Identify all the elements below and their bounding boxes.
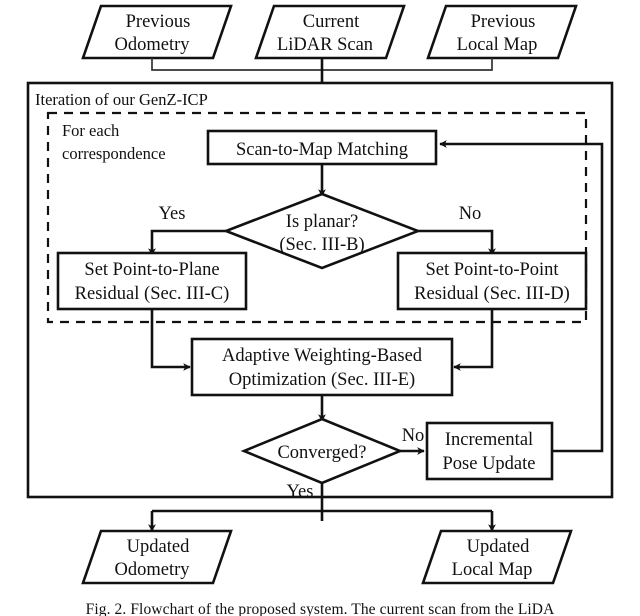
input-previous-local-map-line1: Previous	[471, 12, 536, 32]
output-updated-odometry-line2: Odometry	[114, 560, 190, 580]
input-current-lidar-scan-line1: Current	[303, 12, 360, 32]
node-adaptive-weighting-line1: Adaptive Weighting-Based	[222, 346, 423, 366]
node-adaptive-weighting-line2: Optimization (Sec. III-E)	[229, 370, 415, 390]
node-adaptive-weighting-optimization: Adaptive Weighting-Based Optimization (S…	[190, 337, 454, 397]
for-each-label-line1: For each	[62, 121, 120, 140]
output-updated-odometry: Updated Odometry	[81, 529, 233, 585]
node-is-planar-line2: (Sec. III-B)	[279, 235, 364, 255]
input-previous-odometry-line1: Previous	[126, 12, 191, 32]
output-updated-local-map-line1: Updated	[467, 537, 530, 557]
edge-point-to-optimization	[453, 309, 494, 371]
input-current-lidar-scan-line2: LiDAR Scan	[277, 35, 373, 55]
node-scan-to-map-matching: Scan-to-Map Matching	[206, 129, 438, 166]
node-incremental-pose-line1: Incremental	[445, 430, 533, 450]
node-set-point-to-point-line1: Set Point-to-Point	[425, 260, 559, 280]
for-each-correspondence-box	[46, 111, 588, 324]
node-incremental-pose-line2: Pose Update	[443, 454, 536, 474]
output-updated-odometry-line1: Updated	[127, 537, 190, 557]
output-updated-local-map: Updated Local Map	[421, 529, 573, 585]
edge-planar-no	[418, 229, 496, 256]
output-updated-local-map-line2: Local Map	[452, 560, 533, 580]
node-set-point-to-plane-residual: Set Point-to-Plane Residual (Sec. III-C)	[56, 251, 248, 311]
node-converged-label: Converged?	[277, 443, 366, 463]
node-set-point-to-plane-line1: Set Point-to-Plane	[84, 260, 219, 280]
iteration-container-label: Iteration of our GenZ-ICP	[35, 90, 208, 109]
edge-label-converged-yes: Yes	[287, 482, 314, 502]
node-set-point-to-point-line2: Residual (Sec. III-D)	[414, 284, 570, 304]
edge-label-converged-no: No	[402, 426, 425, 446]
node-is-planar-line1: Is planar?	[286, 212, 358, 232]
edge-planar-yes	[148, 229, 226, 256]
figure-caption: Fig. 2. Flowchart of the proposed system…	[85, 601, 555, 616]
input-previous-odometry-line2: Odometry	[114, 35, 190, 55]
edge-label-planar-yes: Yes	[159, 204, 186, 224]
node-set-point-to-plane-line2: Residual (Sec. III-C)	[75, 284, 230, 304]
node-scan-to-map-matching-label: Scan-to-Map Matching	[236, 140, 408, 160]
input-current-lidar-scan: Current LiDAR Scan	[254, 4, 406, 60]
for-each-label-line2: correspondence	[62, 144, 166, 163]
input-previous-odometry: Previous Odometry	[81, 4, 233, 60]
node-set-point-to-point-residual: Set Point-to-Point Residual (Sec. III-D)	[396, 251, 588, 311]
edge-label-planar-no: No	[459, 204, 482, 224]
node-converged: Converged?	[240, 417, 404, 485]
node-is-planar: Is planar? (Sec. III-B)	[222, 192, 422, 270]
edge-plane-to-optimization	[150, 309, 191, 371]
input-previous-local-map: Previous Local Map	[426, 4, 578, 60]
node-incremental-pose-update: Incremental Pose Update	[425, 421, 554, 481]
edge-feedback-to-scan-to-map	[439, 140, 604, 453]
input-previous-local-map-line2: Local Map	[457, 35, 538, 55]
